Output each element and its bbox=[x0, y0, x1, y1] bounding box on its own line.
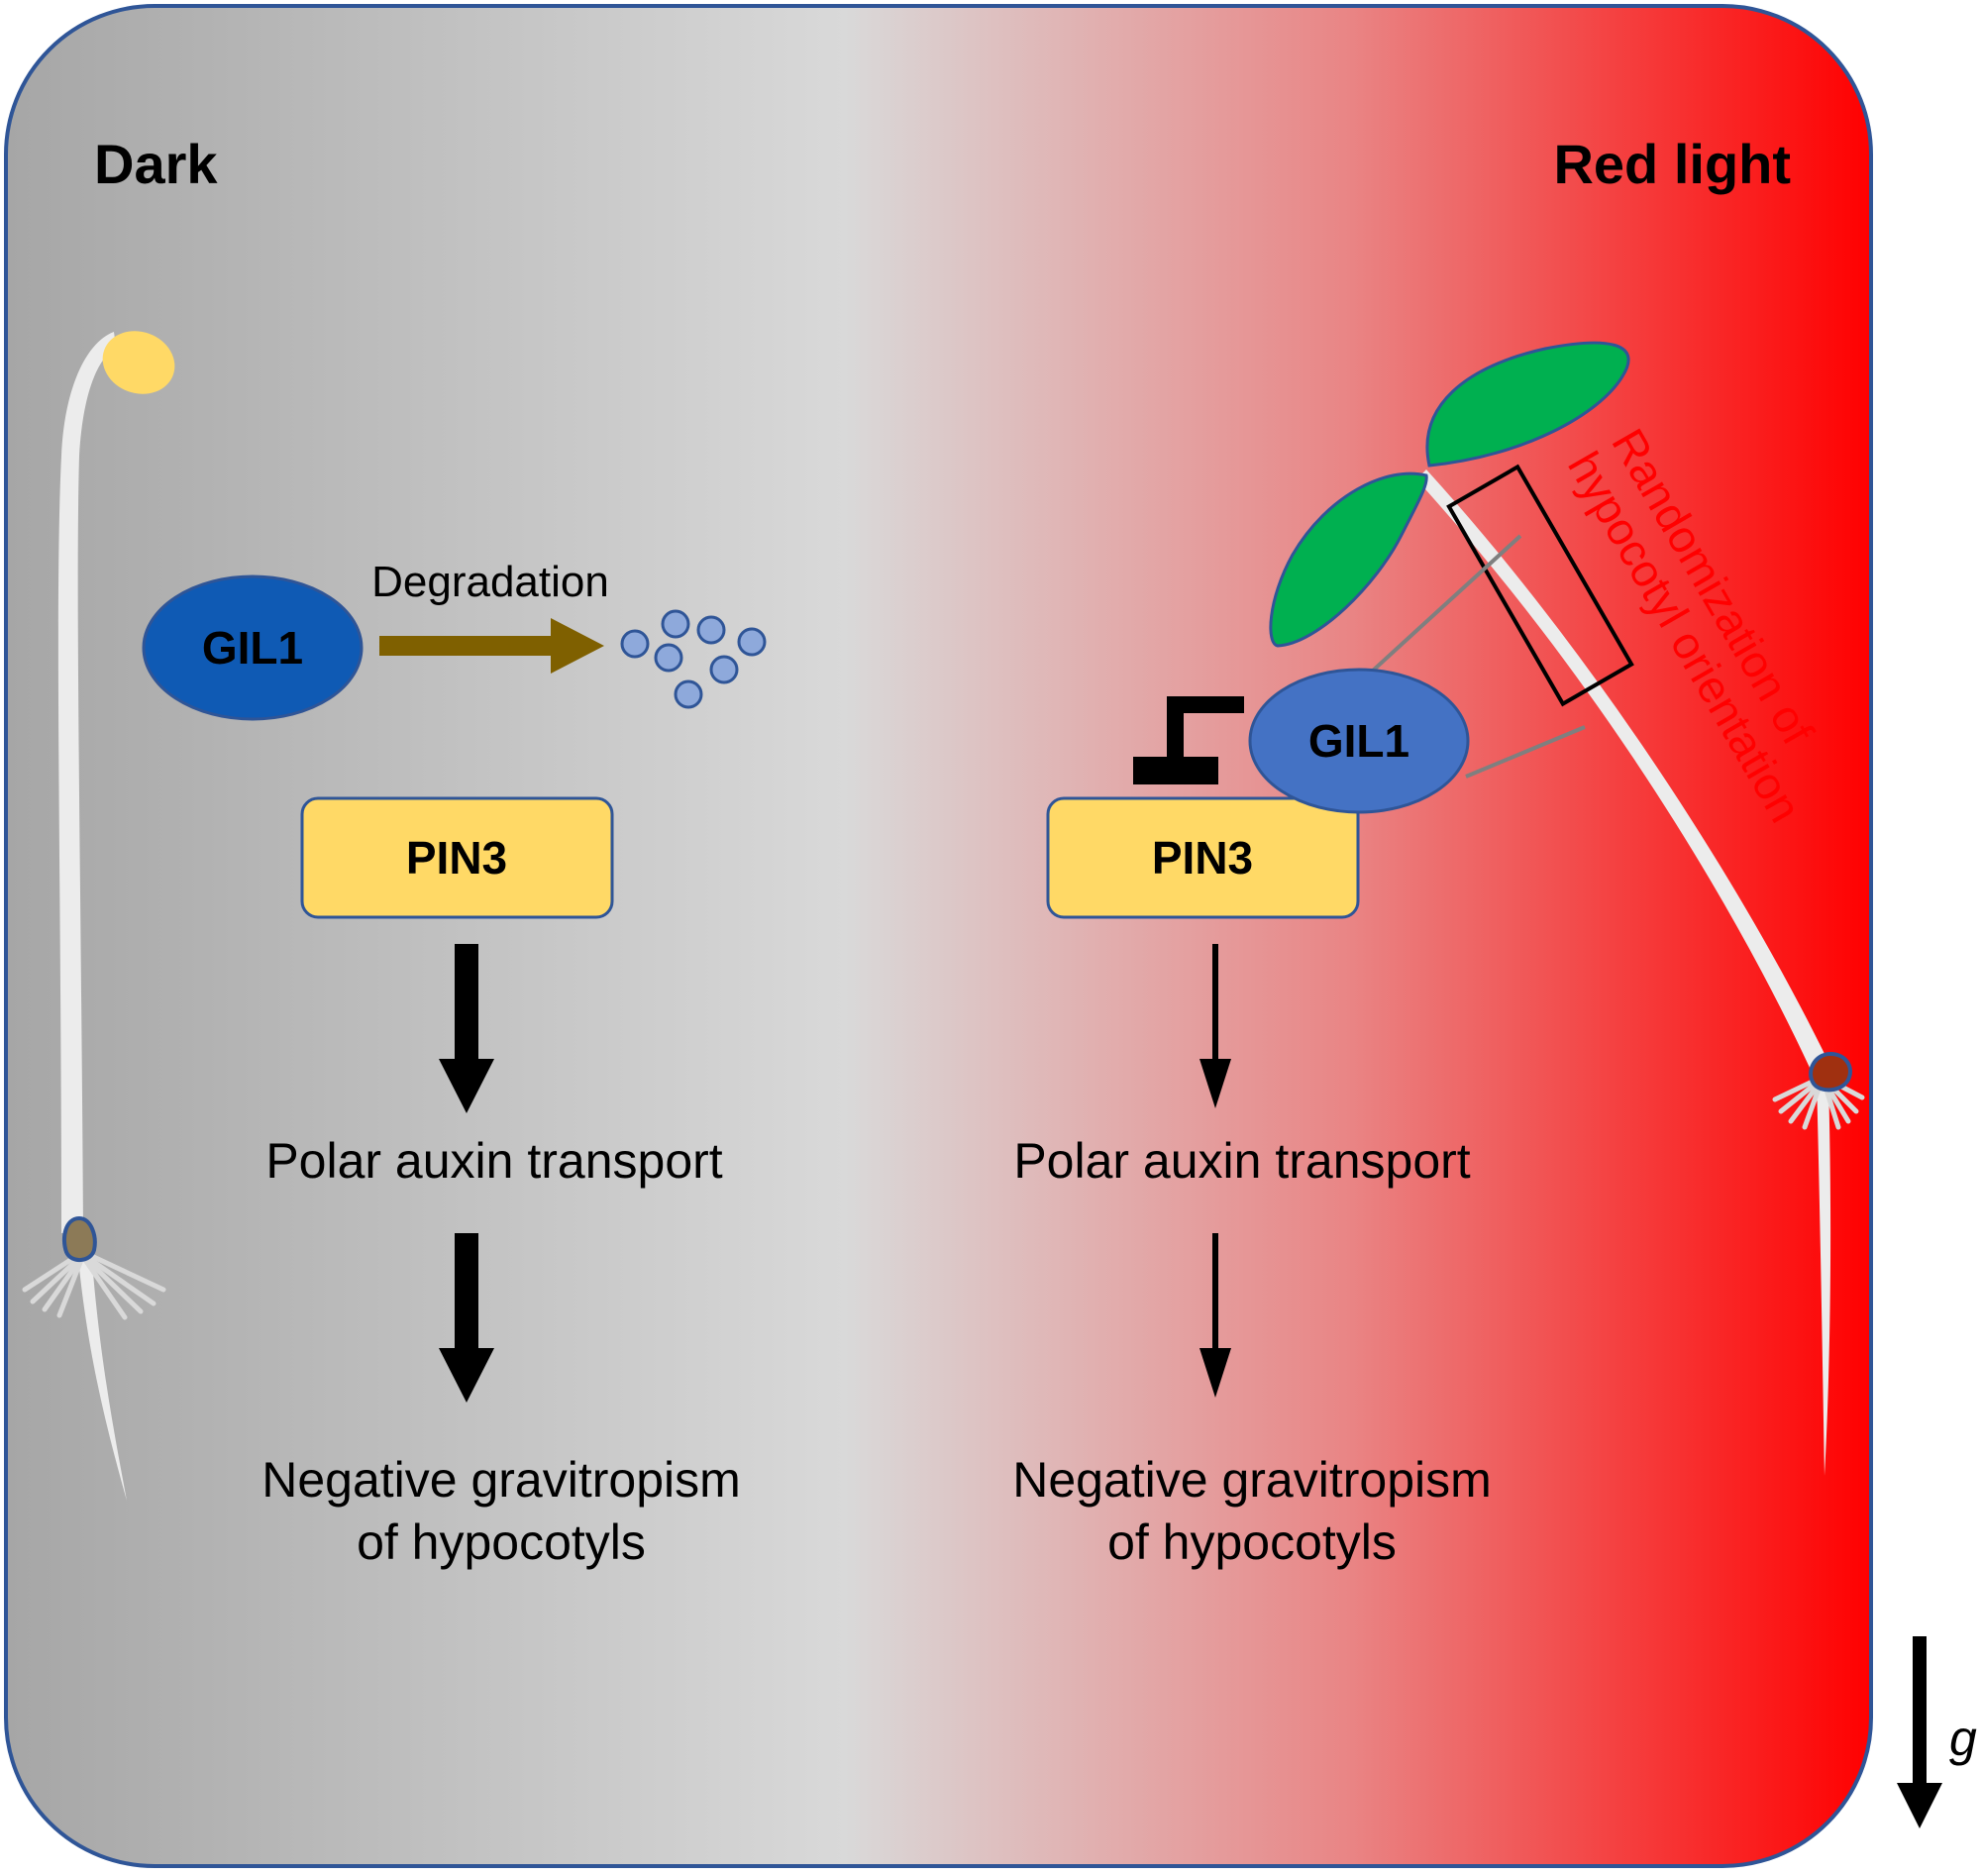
gil1-dark-node bbox=[142, 574, 364, 721]
pin3-red-label: PIN3 bbox=[1152, 832, 1253, 884]
gravity-arrow bbox=[1897, 1636, 1942, 1828]
background-panel bbox=[4, 4, 1873, 1868]
fragment bbox=[654, 643, 683, 673]
red-step-polar-auxin: Polar auxin transport bbox=[1013, 1133, 1470, 1189]
degradation-arrow bbox=[379, 618, 604, 674]
dark-step-gravitropism-line1: Negative gravitropism bbox=[261, 1452, 741, 1508]
fragment bbox=[709, 655, 739, 684]
fragment bbox=[674, 679, 703, 709]
red-cotyledon-upper bbox=[1425, 341, 1630, 468]
dark-step-polar-auxin: Polar auxin transport bbox=[265, 1133, 722, 1189]
red-hypocotyl bbox=[1416, 469, 1827, 1070]
dark-cotyledon bbox=[102, 331, 175, 394]
dark-step-gravitropism-line2: of hypocotyls bbox=[357, 1514, 646, 1570]
red-cotyledon-lower bbox=[1269, 471, 1428, 648]
dark-title: Dark bbox=[94, 133, 218, 195]
pin3-dark-label: PIN3 bbox=[406, 832, 507, 884]
red-arrow-1 bbox=[1199, 944, 1231, 1108]
fragment bbox=[737, 627, 767, 657]
red-seedling bbox=[1269, 341, 1865, 1476]
dark-hypocotyl bbox=[57, 332, 116, 1233]
fragment bbox=[696, 615, 726, 645]
zoom-line-lower bbox=[1465, 725, 1586, 779]
red-light-title: Red light bbox=[1553, 133, 1791, 195]
dark-seedling bbox=[22, 331, 175, 1501]
red-root bbox=[1817, 1080, 1831, 1476]
degraded-fragments bbox=[620, 609, 767, 709]
gil1-dark-label: GIL1 bbox=[202, 622, 303, 674]
gil1-red-label: GIL1 bbox=[1308, 715, 1409, 767]
pin3-dark-box bbox=[300, 796, 614, 919]
gil1-red-node bbox=[1248, 668, 1470, 814]
red-step-gravitropism-line1: Negative gravitropism bbox=[1012, 1452, 1492, 1508]
degradation-label: Degradation bbox=[371, 558, 609, 606]
red-arrow-2 bbox=[1199, 1233, 1231, 1398]
red-root-junction bbox=[1809, 1051, 1852, 1093]
dark-arrow-1 bbox=[439, 944, 494, 1113]
fragment bbox=[620, 629, 650, 659]
inhibition-symbol bbox=[1133, 696, 1244, 784]
fragment bbox=[661, 609, 690, 639]
red-step-gravitropism-line2: of hypocotyls bbox=[1107, 1514, 1397, 1570]
pin3-red-box bbox=[1046, 796, 1360, 919]
dark-root-junction bbox=[61, 1215, 97, 1262]
dark-root bbox=[77, 1248, 127, 1501]
dark-arrow-2 bbox=[439, 1233, 494, 1403]
gravity-label: g bbox=[1949, 1711, 1977, 1766]
dark-root-hairs bbox=[22, 1250, 166, 1320]
hypocotyl-zoom-box bbox=[1446, 464, 1634, 707]
